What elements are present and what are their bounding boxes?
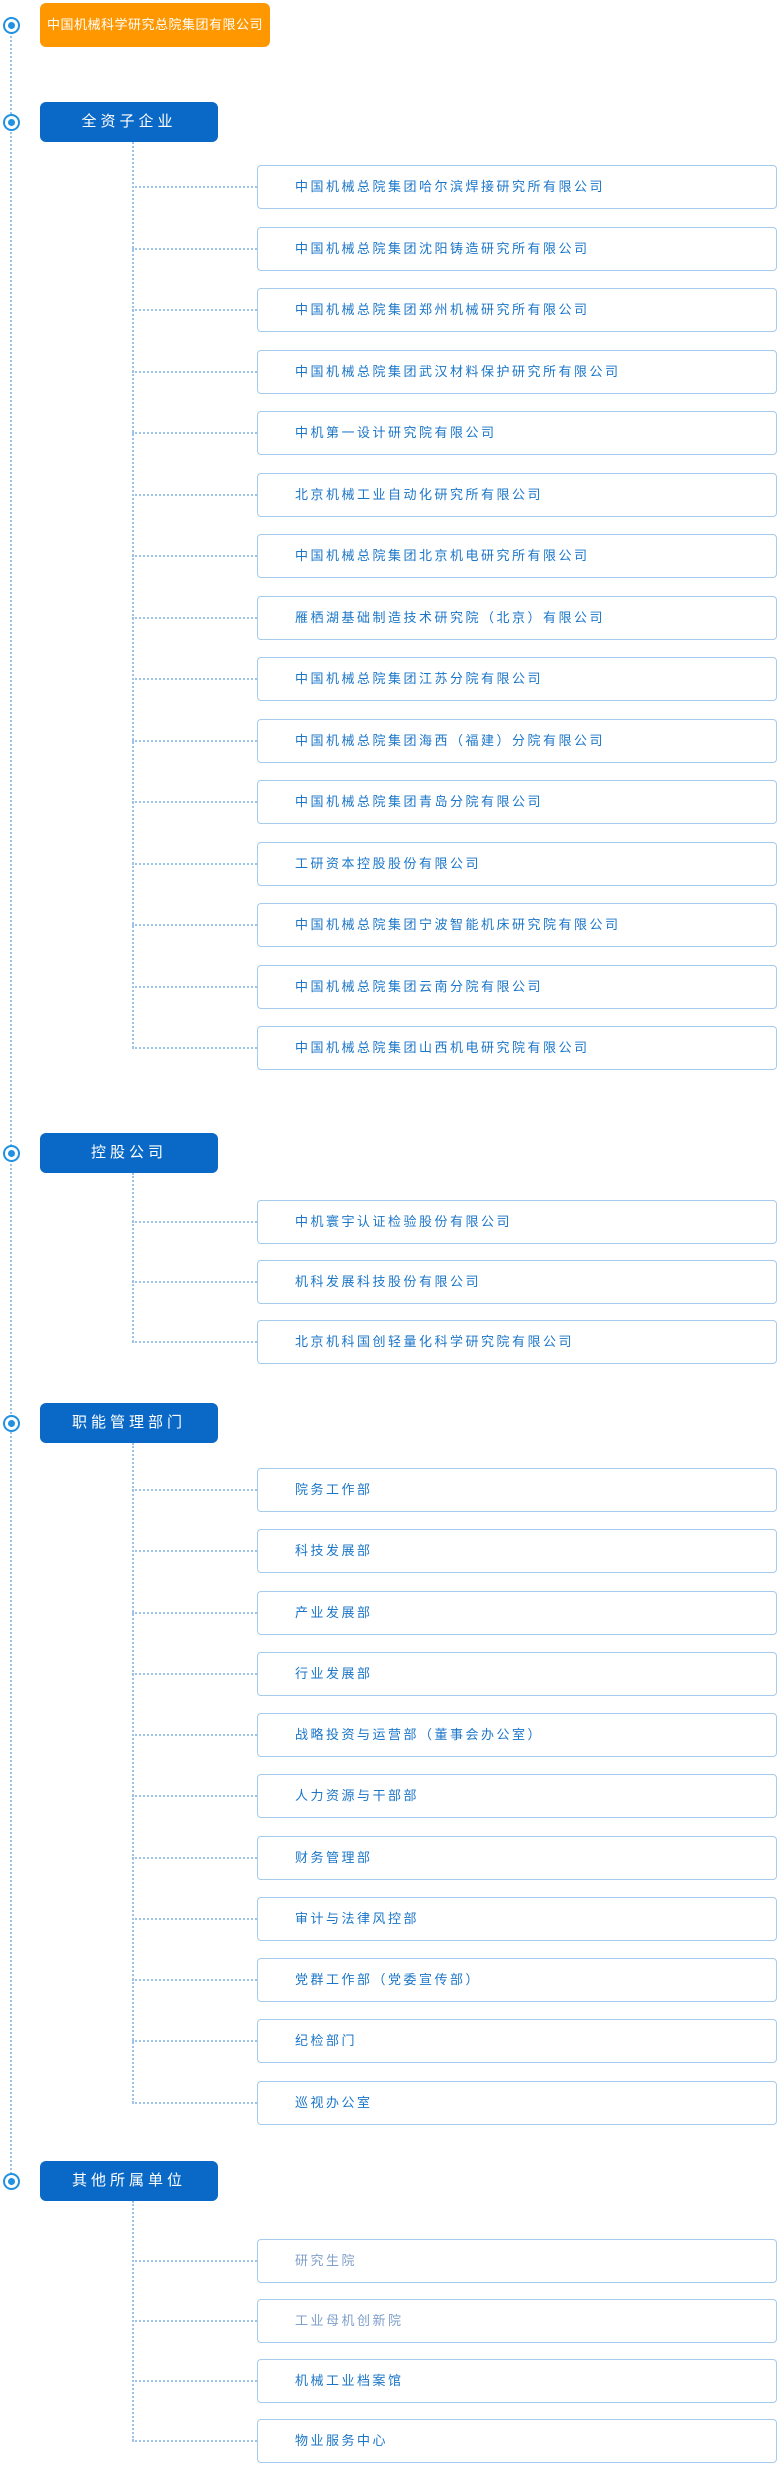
item-branch-connector xyxy=(132,2101,257,2104)
item-branch-connector xyxy=(132,2260,257,2262)
item-branch-connector xyxy=(132,1673,257,1675)
item-branch-connector xyxy=(132,801,257,803)
item-branch-connector xyxy=(132,2440,257,2442)
org-item[interactable]: 研究生院 xyxy=(257,2239,777,2283)
org-item[interactable]: 机械工业档案馆 xyxy=(257,2359,777,2403)
item-branch-connector xyxy=(132,555,257,557)
item-branch-connector xyxy=(132,370,257,373)
section-bullet-icon xyxy=(3,1414,20,1432)
org-item[interactable]: 中机寰宇认证检验股份有限公司 xyxy=(257,1200,777,1244)
item-branch-connector xyxy=(132,1795,257,1797)
org-item[interactable]: 产业发展部 xyxy=(257,1590,777,1635)
section-bullet-icon xyxy=(3,1144,20,1162)
item-branch-connector xyxy=(132,2040,257,2042)
item-branch-connector xyxy=(132,1734,257,1736)
org-item[interactable]: 中国机械总院集团武汉材料保护研究所有限公司 xyxy=(257,349,777,394)
org-root-node: 中国机械科学研究总院集团有限公司 xyxy=(40,3,270,47)
org-item[interactable]: 中国机械总院集团江苏分院有限公司 xyxy=(257,657,777,701)
section-header-holding-companies: 控股公司 xyxy=(40,1133,218,1173)
org-item[interactable]: 物业服务中心 xyxy=(257,2419,777,2463)
section-bullet-icon xyxy=(3,113,20,131)
org-item[interactable]: 工业母机创新院 xyxy=(257,2299,777,2343)
item-branch-connector xyxy=(132,1918,257,1920)
org-item[interactable]: 中国机械总院集团山西机电研究院有限公司 xyxy=(257,1026,777,1070)
section-branch-connector xyxy=(132,1173,134,1342)
item-branch-connector xyxy=(132,1221,257,1223)
item-branch-connector xyxy=(132,1341,257,1343)
item-branch-connector xyxy=(132,1611,257,1614)
section-branch-connector xyxy=(132,1443,134,2103)
org-item[interactable]: 科技发展部 xyxy=(257,1529,777,1573)
root-bullet-icon xyxy=(3,16,20,34)
org-item[interactable]: 纪检部门 xyxy=(257,2019,777,2063)
item-branch-connector xyxy=(132,1979,257,1981)
org-item[interactable]: 中国机械总院集团郑州机械研究所有限公司 xyxy=(257,288,777,332)
org-item[interactable]: 北京机科国创轻量化科学研究院有限公司 xyxy=(257,1320,777,1364)
item-branch-connector xyxy=(132,2320,257,2322)
org-item[interactable]: 人力资源与干部部 xyxy=(257,1774,777,1818)
item-branch-connector xyxy=(132,432,257,434)
section-branch-connector xyxy=(132,142,134,1048)
item-branch-connector xyxy=(132,616,257,619)
org-item[interactable]: 中国机械总院集团云南分院有限公司 xyxy=(257,964,777,1009)
item-branch-connector xyxy=(132,862,257,865)
org-item[interactable]: 中国机械总院集团青岛分院有限公司 xyxy=(257,780,777,824)
org-item[interactable]: 中国机械总院集团北京机电研究所有限公司 xyxy=(257,534,777,578)
section-header-functional-departments: 职能管理部门 xyxy=(40,1403,218,1443)
item-branch-connector xyxy=(132,985,257,988)
org-item[interactable]: 中国机械总院集团哈尔滨焊接研究所有限公司 xyxy=(257,165,777,209)
item-branch-connector xyxy=(132,739,257,742)
item-branch-connector xyxy=(132,678,257,680)
org-item[interactable]: 机科发展科技股份有限公司 xyxy=(257,1260,777,1304)
item-branch-connector xyxy=(132,1550,257,1552)
org-item[interactable]: 战略投资与运营部（董事会办公室） xyxy=(257,1713,777,1757)
item-branch-connector xyxy=(132,186,257,188)
org-item[interactable]: 中国机械总院集团海西（福建）分院有限公司 xyxy=(257,718,777,763)
item-branch-connector xyxy=(132,1281,257,1283)
item-branch-connector xyxy=(132,2380,257,2382)
item-branch-connector xyxy=(132,1489,257,1491)
item-branch-connector xyxy=(132,247,257,250)
org-item[interactable]: 中机第一设计研究院有限公司 xyxy=(257,411,777,455)
org-item[interactable]: 审计与法律风控部 xyxy=(257,1897,777,1941)
org-item[interactable]: 行业发展部 xyxy=(257,1652,777,1696)
section-header-other-affiliated-units: 其他所属单位 xyxy=(40,2161,218,2201)
item-branch-connector xyxy=(132,1856,257,1859)
org-item[interactable]: 中国机械总院集团沈阳铸造研究所有限公司 xyxy=(257,226,777,271)
section-header-wholly-owned-subsidiaries: 全资子企业 xyxy=(40,102,218,142)
org-item[interactable]: 巡视办公室 xyxy=(257,2080,777,2125)
section-bullet-icon xyxy=(3,2172,20,2190)
org-item[interactable]: 财务管理部 xyxy=(257,1835,777,1880)
org-item[interactable]: 雁栖湖基础制造技术研究院（北京）有限公司 xyxy=(257,595,777,640)
item-branch-connector xyxy=(132,1047,257,1049)
item-branch-connector xyxy=(132,924,257,926)
org-item[interactable]: 中国机械总院集团宁波智能机床研究院有限公司 xyxy=(257,903,777,947)
org-item[interactable]: 院务工作部 xyxy=(257,1468,777,1512)
org-rail-connector xyxy=(10,25,12,2181)
item-branch-connector xyxy=(132,493,257,496)
org-item[interactable]: 党群工作部（党委宣传部） xyxy=(257,1958,777,2002)
org-item[interactable]: 工研资本控股股份有限公司 xyxy=(257,841,777,886)
org-item[interactable]: 北京机械工业自动化研究所有限公司 xyxy=(257,472,777,517)
item-branch-connector xyxy=(132,309,257,311)
